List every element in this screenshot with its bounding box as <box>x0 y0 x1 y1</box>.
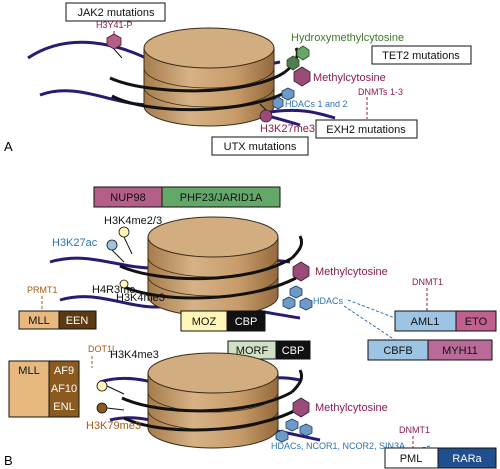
hdacs-label: HDACs 1 and 2 <box>285 99 348 109</box>
methylcytosine-hexagon <box>293 66 311 87</box>
een-label: EEN <box>66 315 89 327</box>
tet2-mutations-box <box>371 45 472 65</box>
hdac-hexagon <box>275 429 289 443</box>
nucleosome-histone <box>143 27 275 127</box>
h3k27ac-label: H3K27ac <box>52 237 98 249</box>
methylcytosine-label: Methylcytosine <box>313 72 386 84</box>
hdac-hexagon <box>281 87 295 101</box>
hdac-hexagon <box>289 285 303 299</box>
hdac-hexagon <box>299 297 313 311</box>
prmt1-label: PRMT1 <box>27 285 58 295</box>
exh2-mutations-box <box>315 119 418 139</box>
hdac-hexagon <box>299 423 313 437</box>
phf23-box <box>161 186 281 208</box>
dna-wrap <box>121 276 297 300</box>
hdacs-b-label: HDACs <box>313 296 344 306</box>
h3k4me3-bottom-label: H3K4me3 <box>110 349 159 361</box>
dna-wrap <box>290 235 304 260</box>
methylcytosine-hexagon <box>292 397 310 418</box>
eto-box <box>455 310 497 332</box>
panel-b: NUP98 PHF23/JARID1A H3K4me2/3 H3K27ac Me… <box>4 186 497 469</box>
dna-wrap <box>111 88 291 112</box>
morf-label: MORF <box>236 345 269 357</box>
dnmt1-top-label: DNMT1 <box>412 277 443 287</box>
nucleosome-histone <box>147 352 279 449</box>
h3k27me3-label: H3K27me3 <box>260 123 315 135</box>
mll-top-label: MLL <box>28 315 49 327</box>
panel-a-letter: A <box>4 139 13 154</box>
dna-wrap <box>123 408 297 432</box>
h3k4me23-circle <box>118 226 130 238</box>
mll-bottom-box <box>8 360 50 418</box>
jak2-mutations-box <box>65 2 166 22</box>
cbp-mid-box <box>275 340 311 360</box>
enl-label: ENL <box>53 401 74 413</box>
een-box <box>58 310 97 330</box>
rara-label: RARa <box>452 453 482 465</box>
af9-label: AF9 <box>54 365 74 377</box>
dnmt1-bottom-label: DNMT1 <box>399 425 430 435</box>
h3k79me3-circle <box>96 402 108 414</box>
pml-label: PML <box>400 453 423 465</box>
panel-b-letter: B <box>4 453 13 468</box>
jak2-mutations-label: JAK2 mutations <box>77 7 155 19</box>
exh2-mutations-label: EXH2 mutations <box>326 124 406 136</box>
hdac-hexagon <box>272 96 284 110</box>
phf23-label: PHF23/JARID1A <box>180 192 263 204</box>
rara-box <box>437 447 497 469</box>
hdac-hexagon <box>282 296 296 310</box>
hdac-hexagon <box>285 418 299 432</box>
af10-label: AF10 <box>51 383 77 395</box>
hdacs-ncor-label: HDACs, NCOR1, NCOR2, SIN3A <box>271 441 405 451</box>
h3k4me3-circle <box>119 279 129 289</box>
h3k27me3-circle <box>259 109 273 123</box>
methylcytosine-bottom-label: Methylcytosine <box>315 402 388 414</box>
myh11-label: MYH11 <box>442 345 478 357</box>
nucleosome-histone <box>147 216 279 317</box>
panel-a: JAK2 mutations H3Y41-P Hydroxymethylcyto… <box>4 2 472 156</box>
moz-label: MOZ <box>192 316 217 328</box>
cbp-top-label: CBP <box>235 316 258 328</box>
utx-mutations-box <box>211 136 309 156</box>
cbp-mid-label: CBP <box>282 345 305 357</box>
mll-bottom-label: MLL <box>18 365 39 377</box>
h3k27ac-circle <box>106 239 118 251</box>
methylcytosine-hexagon <box>292 261 310 282</box>
dnmts-label: DNMTs 1-3 <box>358 87 403 97</box>
dna-wrap <box>109 70 286 93</box>
dna-wrap <box>121 390 293 413</box>
utx-mutations-label: UTX mutations <box>224 141 297 153</box>
aml1-label: AML1 <box>411 316 440 328</box>
h3y41p-label: H3Y41-P <box>96 20 133 30</box>
hydroxymethylcytosine-label: Hydroxymethylcytosine <box>291 32 404 44</box>
methylcytosine-top-label: Methylcytosine <box>315 266 388 278</box>
h3k4me3-top-label: H3K4me3 <box>116 292 165 304</box>
tet2-mutations-label: TET2 mutations <box>382 50 460 62</box>
nup98-label: NUP98 <box>110 192 145 204</box>
dna-wrap <box>290 369 304 394</box>
h3k79me3-label: H3K79me3 <box>86 420 141 432</box>
cbp-top-box <box>226 310 266 332</box>
dna-strand <box>269 108 336 120</box>
hydroxymethylcytosine-hexagon <box>296 45 310 61</box>
hydroxymethylcytosine-hexagon <box>286 55 300 71</box>
h3k4me3-bottom-circle <box>96 380 108 392</box>
eto-label: ETO <box>465 316 488 328</box>
dna-wrap <box>119 256 293 281</box>
cbfb-label: CBFB <box>383 345 412 357</box>
af-box <box>48 360 80 418</box>
h3k4me23-label: H3K4me2/3 <box>104 215 162 227</box>
myh11-box <box>427 339 493 361</box>
dot1l-label: DOT1L <box>88 344 117 354</box>
